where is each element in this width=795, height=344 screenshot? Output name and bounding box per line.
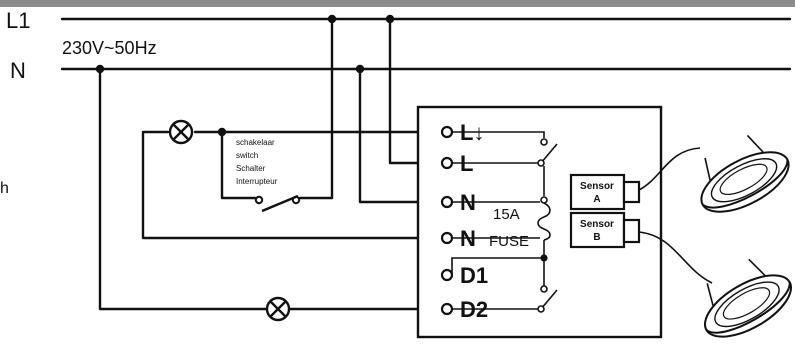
terminal-d2 [440, 302, 454, 316]
sensor-b-downlight-icon [704, 258, 792, 338]
switch-label-de: Schalter [236, 164, 266, 173]
switch-label-en: switch [236, 151, 258, 160]
wall-switch-icon [254, 194, 301, 213]
switch-label-fr: Interrupteur [236, 177, 278, 186]
terminal-d1 [440, 268, 454, 282]
terminal-n2 [440, 231, 454, 245]
sensor-a-port [569, 173, 641, 211]
terminal-n1 [440, 195, 454, 209]
cropped-side-glyph: h [0, 180, 9, 197]
wire-switch-left [220, 130, 257, 200]
sensor-b-cable [638, 231, 713, 284]
relay1-contact-top [540, 138, 548, 146]
wire-lamp1-left-loop [141, 130, 449, 240]
l1-label: L1 [6, 8, 30, 33]
fuse-contact-top [540, 196, 548, 204]
terminal-l [440, 156, 454, 170]
wire-n-to-d2-lamp [98, 67, 449, 311]
lamp-1-icon [168, 119, 194, 145]
switch-label-nl: schakelaar [236, 138, 275, 147]
internal-wire-d1 [451, 257, 544, 275]
internal-wire-l-arrow [452, 131, 545, 138]
fuse-rating: 15A [493, 206, 520, 223]
switch-label-block: schakelaar switch Schalter Interrupteur [236, 138, 278, 186]
sensor-b-label-line1: Sensor [580, 219, 614, 230]
control-module [416, 105, 663, 339]
sensor-a-cable [638, 147, 701, 191]
sensor-a-label-line1: Sensor [580, 181, 614, 192]
sensor-a-label-line2: A [593, 194, 600, 205]
voltage-label: 230V~50Hz [62, 38, 157, 58]
relay2-contact-bottom [537, 305, 545, 313]
sensor-b-port [569, 211, 641, 249]
fuse-label: FUSE [489, 233, 529, 250]
relay2-blade [540, 289, 558, 310]
sensor-b-label-line2: B [593, 232, 600, 243]
fuse-symbol [537, 202, 551, 241]
terminal-label-d1: D1 [460, 263, 488, 288]
relay1-blade [540, 143, 558, 164]
relay2-contact-top [540, 285, 548, 293]
top-edge-strip [0, 0, 795, 7]
sensor-a-downlight-icon [700, 134, 790, 213]
relay1-contact-bottom [537, 159, 545, 167]
terminal-l-arrow [440, 125, 454, 139]
neutral-label: N [10, 58, 26, 83]
lamp-2-icon [265, 296, 291, 322]
